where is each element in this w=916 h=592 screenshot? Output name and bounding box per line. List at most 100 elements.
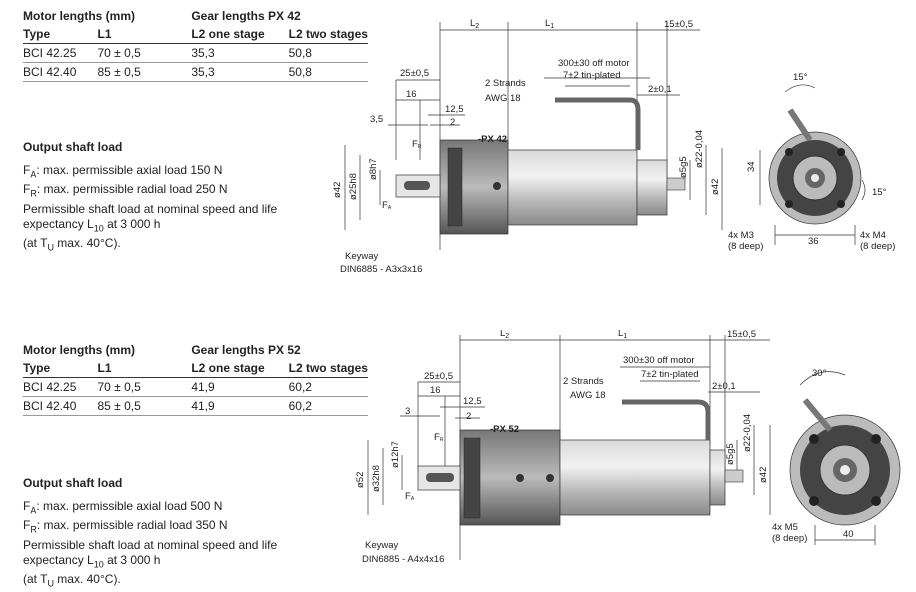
dim-l1-label: L1 [618,330,627,340]
cell-l1: 85 ± 0,5 [97,62,192,82]
dim-25-label: 25±0,5 [400,68,429,79]
dim-d52-label: ø52 [355,472,366,488]
output-shaft-load-px42: Output shaft load FA: max. permissible a… [23,140,363,256]
dim-25-label: 25±0,5 [424,371,453,382]
angle-15-side: 15° [872,187,887,198]
m5-depth-label: (8 deep) [772,533,807,544]
table-row: BCI 42.40 85 ± 0,5 41,9 60,2 [23,396,368,416]
dim-l2-label: L2 [500,330,509,340]
keyway-label: Keyway [365,540,399,551]
dim-36-label: 36 [808,236,819,247]
dim-d32-label: ø32h8 [371,465,382,492]
dim-40-label: 40 [843,529,854,540]
m4-depth-label: (8 deep) [860,241,895,252]
cell-type: BCI 42.25 [23,377,98,397]
radial-load-line: FR: max. permissible radial load 350 N [23,518,228,535]
shaft-load-note: Permissible shaft load at nominal speed … [23,537,278,552]
m5-label: 4x M5 [772,522,798,533]
motor-endcap [709,449,726,506]
dim-125-label: 12,5 [445,104,464,115]
dim-7-label: 7±2 tin-plated [641,369,699,380]
cell-l1: 70 ± 0,5 [97,377,192,397]
cell-l2-two: 60,2 [288,377,368,397]
gear-label: -PX 42 [478,134,507,145]
table-row: BCI 42.40 85 ± 0,5 35,3 50,8 [23,62,368,82]
awg-label: AWG 18 [570,390,606,401]
dim-35-label: 3,5 [370,114,383,125]
col-l2-two: L2 two stages [288,25,368,44]
col-l2-one: L2 one stage [191,25,289,44]
dim-15-label: 15±0,5 [727,330,756,340]
dim-300-label: 300±30 off motor [558,58,630,69]
m4-label: 4x M4 [860,230,886,241]
m3-label: 4x M3 [728,230,754,241]
px52-technical-drawing: L2 L1 15±0,5 300±30 off motor 7±2 tin-pl… [355,330,901,565]
gearbox-px52-section: Motor lengths (mm) Gear lengths PX 52 Ty… [0,330,916,591]
dim-125-label: 12,5 [463,396,482,407]
cell-l2-one: 41,9 [191,396,289,416]
life-expectancy-line: expectancy L10 at 3 000 h [23,216,161,234]
gear-label: -PX 52 [490,424,519,435]
header-motor-lengths: Motor lengths (mm) [23,343,135,357]
output-shaft-load-px52: Output shaft load FA: max. permissible a… [23,476,363,592]
motor-body [507,149,638,226]
gear-housing [439,139,509,235]
cell-l2-one: 35,3 [191,43,289,63]
dim-d42-label: ø42 [332,182,343,198]
header-gear-lengths: Gear lengths PX 52 [191,343,301,357]
dim-2b-label: 2±0,1 [712,381,736,392]
col-l1: L1 [97,25,192,44]
life-expectancy-line: expectancy L10 at 3 000 h [23,552,161,570]
dim-2-label: 2 [466,411,471,422]
fr-label: FR [434,432,444,443]
dim-16-label: 16 [406,89,417,100]
dim-15-label: 15±0,5 [664,19,693,30]
header-motor-lengths: Motor lengths (mm) [23,9,135,23]
dim-d42b-label: ø42 [710,179,721,195]
fa-label: FA [405,491,415,502]
end-view-px42 [768,108,862,225]
rear-shaft [724,469,744,483]
axial-load-line: FA: max. permissible axial load 150 N [23,163,223,180]
table-row: BCI 42.25 70 ± 0,5 41,9 60,2 [23,377,368,397]
din-label: DIN6885 - A3x3x16 [340,264,422,275]
gear-housing [459,429,561,526]
cell-l1: 85 ± 0,5 [97,396,192,416]
dim-d5-label: ø5g5 [725,443,736,465]
col-l2-two: L2 two stages [288,359,368,378]
temperature-line: (at TU max. 40°C). [23,236,121,253]
end-view-px52 [789,398,901,526]
dim-l2-label: L2 [470,18,479,30]
dim-d5-label: ø5g5 [678,156,689,178]
awg-label: AWG 18 [485,93,521,104]
dim-3-label: 3 [405,406,410,417]
radial-load-line: FR: max. permissible radial load 250 N [23,182,228,199]
dim-d22-label: ø22-0,04 [742,414,753,452]
col-type: Type [23,359,98,378]
col-l2-one: L2 one stage [191,359,289,378]
cell-l2-two: 50,8 [288,62,368,82]
cell-l1: 70 ± 0,5 [97,43,192,63]
cell-type: BCI 42.25 [23,43,98,63]
cell-l2-one: 35,3 [191,62,289,82]
dim-7-label: 7±2 tin-plated [563,70,621,81]
keyway-label: Keyway [345,251,379,262]
rear-shaft [666,177,686,191]
motor-gear-lengths-table-px42: Motor lengths (mm) Gear lengths PX 42 Ty… [23,7,373,82]
cell-type: BCI 42.40 [23,62,98,82]
temperature-line: (at TU max. 40°C). [23,572,121,589]
dim-34-label: 34 [746,161,757,172]
dim-2-label: 2 [450,117,455,128]
axial-load-line: FA: max. permissible axial load 500 N [23,499,223,516]
gearbox-px42-section: Motor lengths (mm) Gear lengths PX 42 Ty… [0,0,916,290]
strands-label: 2 Strands [563,376,604,387]
angle-30-label: 30° [812,368,827,379]
fa-label: FA [382,200,392,211]
header-gear-lengths: Gear lengths PX 42 [191,9,301,23]
cell-type: BCI 42.40 [23,396,98,416]
dim-d12-label: ø12h7 [390,441,401,468]
dim-d42-label: ø42 [758,467,769,483]
load-title: Output shaft load [23,140,123,154]
strands-label: 2 Strands [485,78,526,89]
keyway-slot [404,181,430,190]
